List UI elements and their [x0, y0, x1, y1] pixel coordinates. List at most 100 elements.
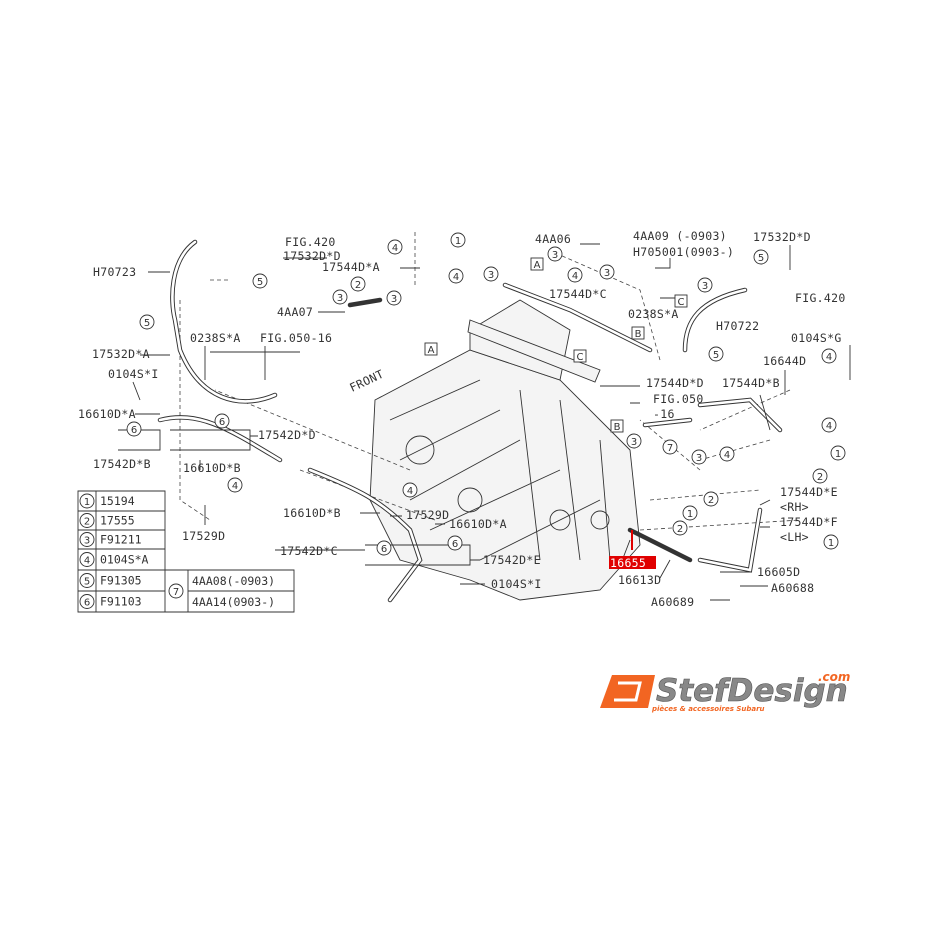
- label-17544d-d[interactable]: 17544D*D: [646, 376, 704, 390]
- label-17542d-b[interactable]: 17542D*B: [93, 457, 151, 471]
- legend-num: 4: [84, 556, 90, 567]
- reference-boxes: A A C C B B: [424, 257, 688, 433]
- ref-box-a: A: [428, 345, 435, 356]
- legend-circle: [79, 594, 95, 609]
- callout: 4: [407, 486, 413, 497]
- legend-num: 1: [84, 497, 90, 508]
- label-0104s-i-bottom[interactable]: 0104S*I: [491, 577, 542, 591]
- label-17542d-e[interactable]: 17542D*E: [483, 553, 541, 567]
- callout: 1: [828, 538, 834, 549]
- ref-box-b: B: [635, 329, 642, 340]
- callout: 5: [758, 253, 764, 264]
- label-rh: <RH>: [780, 500, 809, 514]
- ref-box-b: B: [614, 422, 621, 433]
- label-16613d[interactable]: 16613D: [618, 573, 661, 587]
- label-fig420-right[interactable]: FIG.420: [795, 291, 846, 305]
- label-a60688[interactable]: A60688: [771, 581, 814, 595]
- label-17544d-f[interactable]: 17544D*F: [780, 515, 838, 529]
- label-0104s-g[interactable]: 0104S*G: [791, 331, 842, 345]
- callout: 4: [826, 352, 832, 363]
- label-fig050-sub: -16: [653, 407, 675, 421]
- callout: 4: [724, 450, 730, 461]
- label-4aa07[interactable]: 4AA07: [277, 305, 313, 319]
- front-indicator: FRONT: [347, 367, 386, 395]
- label-17532d-d-right[interactable]: 17532D*D: [753, 230, 811, 244]
- callout: 4: [572, 271, 578, 282]
- label-17544d-b[interactable]: 17544D*B: [722, 376, 780, 390]
- callout: 3: [391, 294, 397, 305]
- ref-box-a: A: [534, 260, 541, 271]
- callout: 1: [835, 449, 841, 460]
- label-17529d[interactable]: 17529D: [182, 529, 225, 543]
- label-fig050-16[interactable]: FIG.050-16: [260, 331, 332, 345]
- label-17542d-c[interactable]: 17542D*C: [280, 544, 338, 558]
- callout: 7: [667, 443, 673, 454]
- label-17532d-a[interactable]: 17532D*A: [92, 347, 150, 361]
- label-4aa09[interactable]: 4AA09 (-0903): [633, 229, 727, 243]
- label-17542d-d[interactable]: 17542D*D: [258, 428, 316, 442]
- label-16610d-a-mid[interactable]: 16610D*A: [449, 517, 507, 531]
- callout: 6: [381, 544, 387, 555]
- callout: 3: [488, 270, 494, 281]
- legend-part: 17555: [100, 514, 135, 528]
- label-17532d-d[interactable]: 17532D*D: [283, 249, 341, 263]
- label-4aa06[interactable]: 4AA06: [535, 232, 571, 246]
- callout: 6: [219, 417, 225, 428]
- legend-num: 2: [84, 517, 90, 528]
- callout: 3: [702, 281, 708, 292]
- callout: 2: [677, 524, 683, 535]
- pipes: [157, 239, 783, 603]
- callout: 4: [392, 243, 398, 254]
- callout: 2: [817, 472, 823, 483]
- label-lh: <LH>: [780, 530, 809, 544]
- legend-num: 6: [84, 598, 90, 609]
- label-fig420[interactable]: FIG.420: [285, 235, 336, 249]
- callout: 3: [631, 437, 637, 448]
- label-h70722[interactable]: H70722: [716, 319, 759, 333]
- label-17529d-mid[interactable]: 17529D: [406, 508, 449, 522]
- fuel-rail: [467, 319, 601, 383]
- callout: 5: [144, 318, 150, 329]
- label-17544d-e[interactable]: 17544D*E: [780, 485, 838, 499]
- engine-block: [369, 299, 641, 601]
- label-fig050[interactable]: FIG.050: [653, 392, 704, 406]
- label-17544d-a[interactable]: 17544D*A: [322, 260, 380, 274]
- ref-box-c: C: [678, 297, 685, 308]
- callout: 2: [708, 495, 714, 506]
- callout: 4: [826, 421, 832, 432]
- label-16610d-b-mid[interactable]: 16610D*B: [283, 506, 341, 520]
- label-h70723[interactable]: H70723: [93, 265, 136, 279]
- highlight-box: [609, 556, 656, 569]
- label-16655-highlighted[interactable]: 16655: [610, 556, 646, 570]
- legend-part-7a: 4AA08(-0903): [192, 574, 275, 588]
- label-0104s-i[interactable]: 0104S*I: [108, 367, 159, 381]
- callout: 1: [455, 236, 461, 247]
- legend-circle: [79, 513, 95, 528]
- leader-lines: [118, 243, 851, 601]
- label-0238s-a[interactable]: 0238S*A: [190, 331, 241, 345]
- label-16610d-a[interactable]: 16610D*A: [78, 407, 136, 421]
- label-a60689[interactable]: A60689: [651, 595, 694, 609]
- label-16605d[interactable]: 16605D: [757, 565, 800, 579]
- label-0238s-a-right[interactable]: 0238S*A: [628, 307, 679, 321]
- label-16644d[interactable]: 16644D: [763, 354, 806, 368]
- legend-part-7b: 4AA14(0903-): [192, 595, 275, 609]
- legend-circle: [79, 493, 95, 509]
- callout: 4: [232, 481, 238, 492]
- logo-mark: [600, 675, 655, 708]
- callout: 6: [131, 425, 137, 436]
- label-17544d-c[interactable]: 17544D*C: [549, 287, 607, 301]
- label-h705001[interactable]: H705001(0903-): [633, 245, 734, 259]
- callout: 2: [355, 280, 361, 291]
- legend-circle: [79, 532, 95, 547]
- legend-circle: [79, 573, 95, 588]
- label-16610d-b[interactable]: 16610D*B: [183, 461, 241, 475]
- callout: 3: [696, 453, 702, 464]
- callout: 3: [604, 268, 610, 279]
- legend-num: 3: [84, 536, 90, 547]
- callouts: 5 5 4 1 2 4 3 3 6 6 4 3 3 4 3 3 5 5 4 4 …: [126, 232, 846, 556]
- callout: 1: [687, 509, 693, 520]
- stefdesign-logo: StefDesign .com pièces & accessoires Sub…: [600, 670, 850, 713]
- legend-part: 0104S*A: [100, 553, 149, 567]
